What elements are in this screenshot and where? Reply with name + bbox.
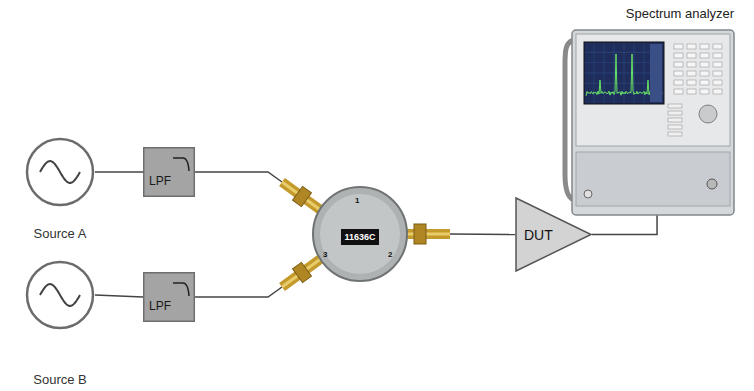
filter-body: [144, 148, 195, 197]
combiner-face: [320, 194, 400, 274]
power-button: [584, 190, 592, 198]
front-key: [687, 62, 696, 67]
front-key: [713, 44, 722, 49]
sma-connector: [282, 255, 326, 287]
signal-source: Source A: [15, 137, 105, 242]
front-bezel: [576, 34, 730, 146]
front-key: [713, 89, 722, 94]
source-circle: [27, 262, 93, 328]
sine-wave: [40, 284, 80, 306]
rf-input: [707, 179, 717, 189]
source-symbol: [25, 137, 95, 207]
instrument-body: [572, 30, 734, 215]
signal-source: Source B: [15, 260, 105, 388]
filter-box: [143, 272, 195, 322]
instrument-title: Spectrum analyzer: [626, 6, 734, 22]
power-combiner: 11636C: [280, 172, 450, 297]
screen: [584, 42, 664, 104]
softkey: [668, 104, 682, 108]
filter-label: LPF: [149, 299, 171, 314]
lowpass-symbol: [173, 158, 189, 171]
signal-cable: [195, 172, 282, 182]
softkey: [668, 125, 682, 129]
signal-cable: [195, 287, 282, 297]
front-key: [674, 53, 683, 58]
lower-panel: [576, 152, 730, 206]
source-circle: [27, 139, 93, 205]
front-key: [700, 80, 709, 85]
sine-wave: [40, 161, 80, 183]
signal-cable: [450, 233, 515, 235]
front-key: [674, 62, 683, 67]
front-key: [700, 89, 709, 94]
low-pass-filter: LPF: [143, 147, 195, 197]
connector-nut: [414, 224, 426, 244]
front-key: [674, 44, 683, 49]
front-key: [700, 71, 709, 76]
front-key: [713, 53, 722, 58]
front-key: [700, 44, 709, 49]
front-key: [700, 62, 709, 67]
screen-menu: [650, 44, 662, 102]
filter-box: [143, 147, 195, 197]
connector-nut: [293, 262, 312, 282]
port-number: 2: [388, 250, 392, 259]
front-key: [674, 80, 683, 85]
source-label: Source B: [33, 372, 86, 388]
port-number: 1: [355, 196, 359, 205]
signal-cable: [592, 215, 657, 235]
front-key: [713, 62, 722, 67]
front-key: [713, 80, 722, 85]
softkey: [668, 111, 682, 115]
connector-nut: [293, 186, 312, 206]
dut-label: DUT: [524, 227, 553, 244]
filter-body: [144, 273, 195, 322]
combiner-housing: [313, 187, 407, 281]
lowpass-symbol: [173, 283, 189, 296]
signal-cable: [95, 171, 143, 173]
port-number: 3: [323, 250, 327, 259]
signal-cable: [95, 295, 143, 297]
model-number: 11636C: [341, 229, 378, 245]
front-key: [713, 71, 722, 76]
filter-label: LPF: [149, 174, 171, 189]
softkey: [668, 118, 682, 122]
front-key: [687, 53, 696, 58]
analyzer-illustration: [562, 24, 738, 215]
connector-highlight: [282, 255, 326, 287]
front-key: [687, 80, 696, 85]
spectrum-analyzer: Spectrum analyzer: [562, 2, 738, 215]
front-key: [687, 89, 696, 94]
low-pass-filter: LPF: [143, 272, 195, 322]
front-key: [674, 71, 683, 76]
tuning-knob: [699, 105, 717, 123]
front-key: [674, 89, 683, 94]
front-key: [700, 53, 709, 58]
source-label: Source A: [34, 226, 87, 242]
source-symbol: [25, 260, 95, 330]
front-key: [687, 71, 696, 76]
front-key: [687, 44, 696, 49]
softkey: [668, 132, 682, 136]
